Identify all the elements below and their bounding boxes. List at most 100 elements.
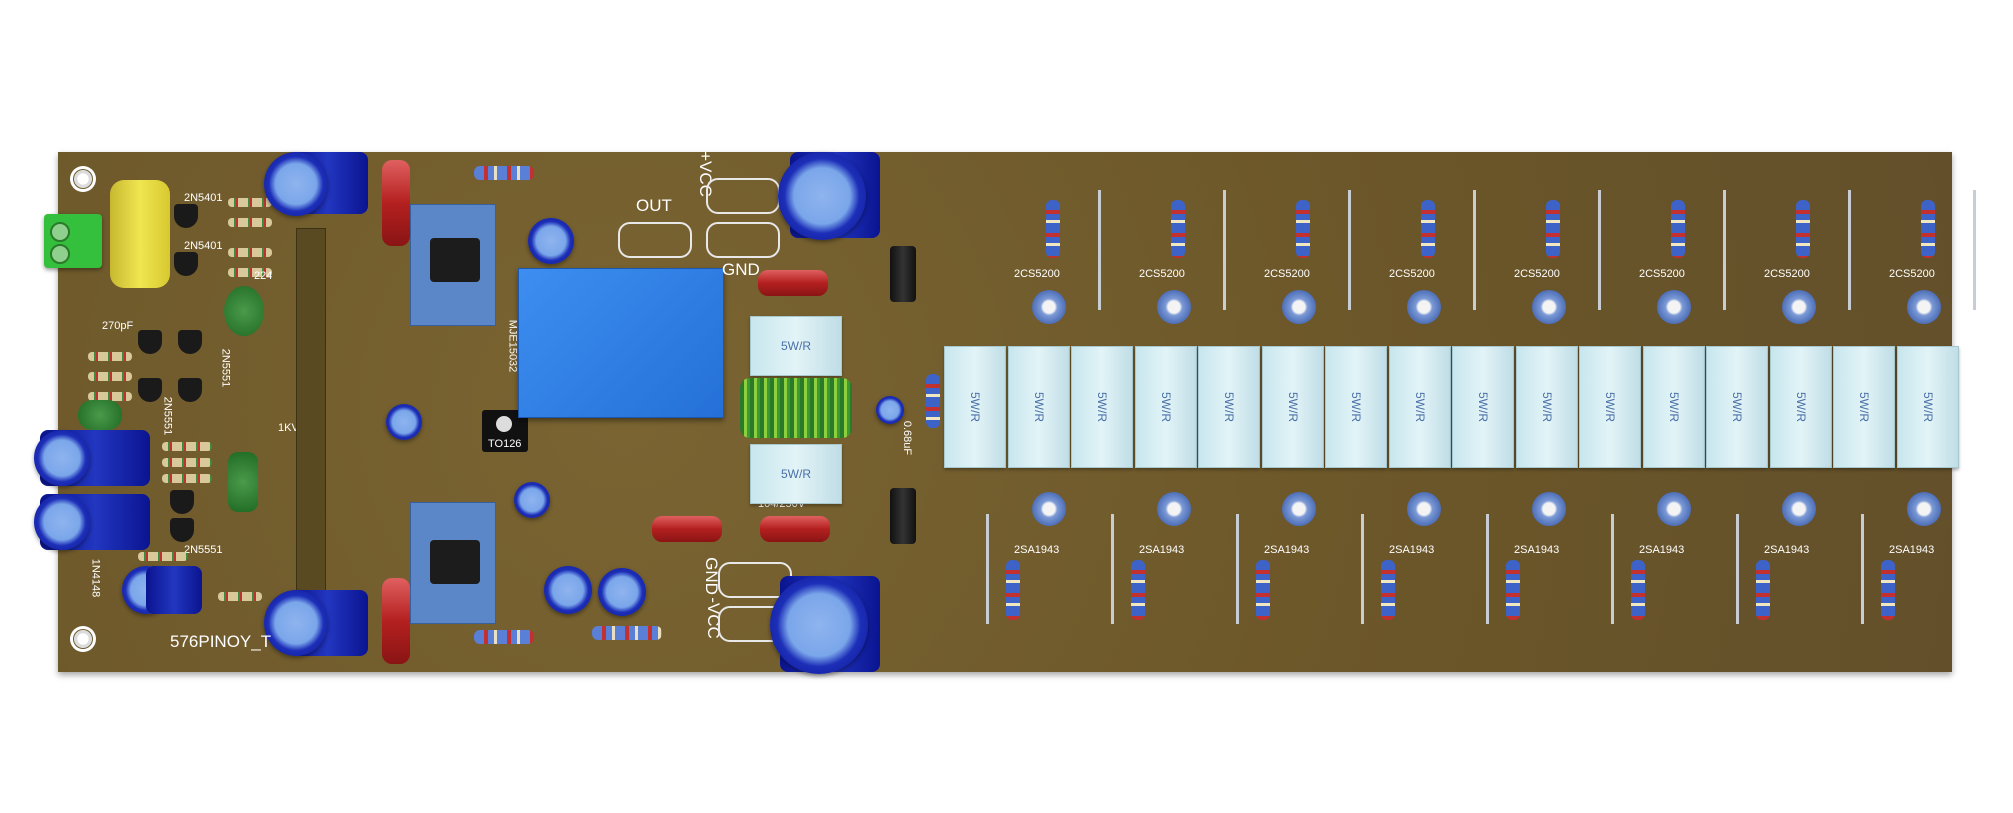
pnp-lead — [1111, 514, 1114, 624]
emitter-resistor: 5W/R — [944, 346, 1006, 468]
capacitor-bottom-left — [264, 590, 328, 656]
label-068uf: 0.68uF — [901, 420, 914, 456]
pnp-mounting-screw — [1157, 492, 1191, 526]
npn-lead — [1098, 190, 1101, 310]
emitter-resistor-label: 5W/R — [1539, 392, 1554, 422]
emitter-resistor-label: 5W/R — [1857, 392, 1871, 422]
label-2n5401-a: 2N5401 — [184, 192, 223, 204]
label-1kv: 1KV — [278, 422, 299, 434]
base-resistor-bottom — [1256, 560, 1270, 620]
npn-mounting-screw — [1032, 290, 1066, 324]
base-resistor-top — [1546, 200, 1560, 258]
pnp-mounting-screw — [1532, 492, 1566, 526]
capacitor-power-top — [778, 152, 866, 240]
mounting-hole-top-left — [70, 166, 96, 192]
emitter-resistor: 5W/R — [1388, 346, 1451, 468]
emitter-resistor: 5W/R — [1007, 346, 1070, 468]
resistor-r12 — [218, 592, 262, 601]
pcb-board: 2N5401 2N5401 270pF 224 2N5551 2N5551 1N… — [34, 151, 1976, 674]
label-out: OUT — [636, 196, 672, 215]
resistor-r4 — [228, 268, 272, 277]
emitter-resistor: 5W/R — [1642, 346, 1705, 468]
pnp-lead — [1861, 514, 1864, 624]
npn-lead — [1723, 190, 1726, 310]
base-resistor-top — [1671, 200, 1685, 258]
npn-transistor-label: 2CS5200 — [1514, 268, 1560, 280]
signature-label: 576PINOY_T — [170, 632, 272, 651]
base-resistor-bottom — [1756, 560, 1770, 620]
resistor-zobel — [926, 374, 940, 428]
capacitor-red-mid-top — [758, 270, 828, 296]
emitter-resistor: 5W/R — [1134, 346, 1197, 468]
pnp-mounting-screw — [1657, 492, 1691, 526]
base-resistor-top — [1796, 200, 1810, 258]
capacitor-top-left — [264, 152, 328, 216]
capacitor-mid-e — [598, 568, 646, 616]
label-gnd-top: GND — [722, 260, 760, 279]
resistor-r8 — [162, 442, 212, 451]
pnp-mounting-screw — [1907, 492, 1941, 526]
resistor-r9 — [162, 458, 212, 467]
capacitor-left-2 — [34, 494, 90, 550]
pnp-transistor-label: 2SA1943 — [1889, 544, 1935, 556]
capacitor-mid-b — [386, 404, 422, 440]
emitter-resistor-label: 5W/R — [1730, 392, 1744, 422]
label-2n5551-b: 2N5551 — [161, 396, 174, 436]
mounting-hole-bottom-left — [70, 626, 96, 652]
pnp-lead — [1486, 514, 1489, 624]
pnp-transistor-label: 2SA1943 — [1639, 544, 1685, 556]
emitter-resistor: 5W/R — [1769, 346, 1832, 468]
label-2n5401-b: 2N5401 — [184, 240, 223, 252]
emitter-resistor-label: 5W/R — [1666, 392, 1681, 422]
pnp-transistor-label: 2SA1943 — [1264, 544, 1310, 556]
resistor-r1 — [228, 198, 272, 207]
base-resistor-top — [1921, 200, 1935, 258]
diode-top — [890, 246, 916, 302]
capacitor-224 — [224, 286, 264, 336]
capacitor-mid-a — [528, 218, 574, 264]
npn-mounting-screw — [1407, 290, 1441, 324]
pnp-mounting-screw — [1407, 492, 1441, 526]
pnp-mounting-screw — [1782, 492, 1816, 526]
transistor-q4 — [178, 330, 202, 354]
npn-mounting-screw — [1532, 290, 1566, 324]
emitter-resistor: 5W/R — [1896, 346, 1959, 468]
npn-mounting-screw — [1282, 290, 1316, 324]
emitter-resistor: 5W/R — [1071, 346, 1133, 468]
emitter-resistor: 5W/R — [1325, 346, 1387, 468]
label-mje15032: MJE15032 — [506, 319, 519, 373]
emitter-resistor-label: 5W/R — [968, 392, 982, 422]
emitter-resistor-label: 5W/R — [1158, 392, 1173, 422]
capacitor-power-bottom — [770, 576, 868, 674]
emitter-resistor: 5W/R — [1515, 346, 1578, 468]
resistor-r2 — [228, 218, 272, 227]
capacitor-red-mid-bottom-2 — [760, 516, 830, 542]
npn-lead — [1973, 190, 1976, 310]
label-270pf: 270pF — [102, 320, 134, 332]
transistor-q3 — [138, 330, 162, 354]
pnp-mounting-screw — [1282, 492, 1316, 526]
resistor-r10 — [162, 474, 212, 483]
npn-transistor-label: 2CS5200 — [1014, 268, 1060, 280]
driver-transistor-bottom — [430, 540, 480, 584]
emitter-resistor: 5W/R — [1261, 346, 1324, 468]
npn-transistor-label: 2CS5200 — [1264, 268, 1310, 280]
label-2n5551-c: 2N5551 — [184, 544, 223, 556]
pnp-transistor-label: 2SA1943 — [1389, 544, 1435, 556]
base-resistor-bottom — [1006, 560, 1020, 620]
pnp-transistor-label: 2SA1943 — [1139, 544, 1185, 556]
npn-lead — [1473, 190, 1476, 310]
pnp-transistor-label: 2SA1943 — [1514, 544, 1560, 556]
base-resistor-top — [1296, 200, 1310, 258]
transistor-q8 — [170, 518, 194, 542]
resistor-r6 — [88, 372, 132, 381]
npn-mounting-screw — [1657, 290, 1691, 324]
capacitor-left-1 — [34, 430, 90, 486]
resistor-5w-top: 5W/R — [750, 316, 842, 376]
emitter-resistor: 5W/R — [1833, 346, 1895, 468]
base-resistor-top — [1421, 200, 1435, 258]
resistor-5w-top-label: 5W/R — [781, 339, 811, 353]
base-resistor-top — [1046, 200, 1060, 258]
capacitor-green-b — [228, 452, 258, 512]
npn-transistor-label: 2CS5200 — [1139, 268, 1185, 280]
